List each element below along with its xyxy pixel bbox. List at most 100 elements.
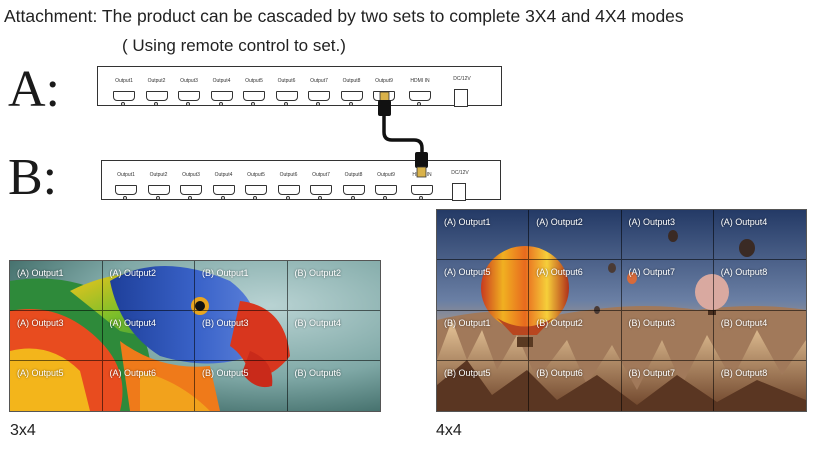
port-led-icon	[316, 102, 320, 106]
hdmi-port-icon	[147, 185, 170, 195]
port-label: Output6	[277, 78, 296, 84]
port-led-icon	[350, 196, 355, 200]
wall-cell-label: (A) Output3	[628, 217, 676, 227]
wall-cell-label: (A) Output2	[536, 217, 583, 227]
hdmi-port-icon	[145, 91, 168, 101]
wall-cell: (A) Output2	[102, 261, 195, 311]
wall-cell: (B) Output1	[437, 310, 530, 361]
wall-cell: (B) Output4	[287, 311, 380, 361]
hdmi-port-icon	[411, 185, 433, 195]
wall-cell: (A) Output1	[437, 210, 530, 261]
port-label: Output1	[115, 78, 133, 84]
wall-cell: (B) Output2	[287, 261, 380, 311]
port-led-icon	[155, 196, 160, 200]
wall-cell: (A) Output2	[529, 210, 622, 261]
device-a-letter: A:	[8, 61, 60, 118]
hdmi-port-icon	[245, 185, 267, 195]
wall-cell-label: (A) Output1	[17, 268, 64, 278]
wall-cell-label: (B) Output7	[628, 367, 676, 378]
wall-cell: (A) Output4	[102, 311, 195, 361]
port-led-icon	[283, 102, 288, 106]
port-led-icon	[348, 102, 353, 106]
power-port-label: DC/12V	[453, 76, 471, 82]
wall-cell: (B) Output5	[195, 361, 288, 411]
port-led-icon	[121, 102, 125, 106]
wall-cell-label: (B) Output5	[444, 367, 491, 378]
wall-cell: (A) Output5	[10, 361, 103, 411]
wall-cell: (A) Output8	[713, 260, 806, 311]
wall-cell-label: (B) Output2	[294, 268, 342, 278]
wall-cell: (B) Output6	[529, 360, 622, 411]
port-label: Output7	[312, 172, 330, 178]
wall-cell: (A) Output6	[529, 260, 622, 311]
hdmi-port-icon	[375, 185, 397, 195]
wall-cell: (A) Output7	[621, 260, 714, 311]
port-label: Output9	[377, 172, 395, 178]
wall-cell-label: (A) Output8	[720, 267, 768, 278]
page-subtitle: ( Using remote control to set.)	[122, 36, 346, 55]
port-label: Output5	[245, 78, 263, 84]
wall-cell-label: (A) Output6	[109, 368, 157, 378]
wall-cell-label: (A) Output1	[444, 217, 491, 227]
port-label: Output1	[117, 172, 135, 178]
wall-cell-label: (A) Output4	[109, 318, 157, 328]
wall-cell-label: (A) Output2	[109, 268, 157, 278]
wall-cell: (A) Output1	[10, 261, 103, 311]
wall-cell-label: (B) Output3	[202, 318, 249, 328]
port-label: Output4	[214, 172, 233, 178]
hdmi-port-icon	[113, 91, 135, 101]
port-label: Output9	[375, 78, 393, 84]
wall-cell: (B) Output8	[714, 361, 806, 411]
port-led-icon	[318, 196, 322, 200]
parrot-image	[10, 261, 380, 411]
wall-cell-label: (B) Output1	[444, 317, 491, 328]
port-led-icon	[218, 102, 223, 106]
hdmi-port-icon	[342, 185, 365, 195]
hdmi-cascade-cable	[378, 91, 428, 178]
hdmi-port-icon	[308, 91, 330, 101]
wall-cell-label: (B) Output4	[720, 317, 768, 328]
port-label: Output5	[247, 172, 265, 178]
wall-cell: (A) Output3	[10, 311, 103, 361]
port-led-icon	[153, 102, 158, 106]
wall-caption-4x4: 4x4	[436, 422, 462, 439]
wall-cell-label: (A) Output4	[720, 217, 768, 227]
wall-cell-label: (A) Output3	[17, 318, 64, 328]
hdmi-port-icon	[210, 91, 233, 101]
hdmi-port-icon	[178, 91, 200, 101]
wall-cell: (B) Output7	[622, 360, 714, 411]
port-label: Output2	[149, 172, 168, 178]
power-port-label: DC/12V	[451, 170, 469, 176]
wall-cell: (A) Output3	[621, 210, 714, 261]
hdmi-port-icon	[243, 91, 265, 101]
port-led-icon	[188, 196, 192, 200]
wall-cell-label: (B) Output2	[536, 317, 583, 328]
balloons-image	[437, 210, 806, 411]
wall-cell: (B) Output6	[288, 361, 381, 411]
hdmi-port-icon	[212, 185, 235, 195]
hdmi-port-icon	[115, 185, 137, 195]
port-led-icon	[383, 196, 387, 200]
hdmi-port-icon	[180, 185, 202, 195]
dc-jack-icon	[452, 183, 466, 201]
hdmi-port-icon	[340, 91, 363, 101]
wall-cell-label: (A) Output5	[17, 368, 64, 378]
wall-cell: (A) Output5	[437, 260, 530, 311]
wall-cell: (B) Output4	[713, 311, 806, 361]
hdmi-port-icon	[409, 91, 431, 101]
port-label: Output8	[344, 172, 363, 178]
device-b-letter: B:	[8, 149, 58, 206]
port-label: Output8	[342, 78, 361, 84]
port-label: Output7	[310, 78, 328, 84]
wall-cell-label: (B) Output1	[202, 268, 249, 278]
port-led-icon	[253, 196, 257, 200]
wall-cell-label: (B) Output4	[294, 318, 342, 328]
wall-cell: (B) Output3	[195, 311, 288, 361]
video-wall-3x4: (A) Output1 (A) Output2 (B) Output1 (B) Out…	[9, 260, 381, 412]
port-led-icon	[220, 196, 225, 200]
wall-cell-label: (A) Output6	[536, 267, 583, 278]
port-label: Output4	[212, 78, 231, 84]
wall-cell-label: (B) Output6	[536, 367, 583, 378]
